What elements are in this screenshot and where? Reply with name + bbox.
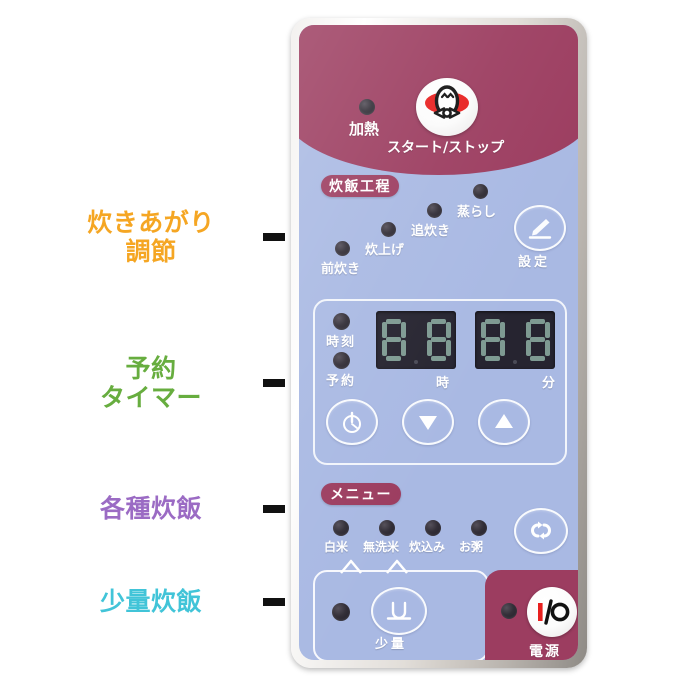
- minute-digit-ones: [524, 318, 551, 362]
- label-mixed-rice: 炊込み: [409, 540, 446, 554]
- bowl-icon: [386, 601, 412, 620]
- setting-button-label: 設定: [518, 255, 551, 270]
- label-steam: 蒸らし: [457, 205, 497, 220]
- led-mixed-rice: [425, 520, 441, 536]
- label-porridge: お粥: [459, 540, 484, 554]
- decrease-button[interactable]: [402, 399, 454, 445]
- timer-group-frame: [313, 299, 567, 465]
- power-button[interactable]: [527, 587, 577, 637]
- rice-cooker-control-panel: 加熱 スタート/ストップ 炊飯工程 前炊き 炊上げ 追炊き 蒸らし: [291, 18, 587, 668]
- io-power-icon: [538, 599, 570, 625]
- label-pre-cook: 前炊き: [321, 262, 361, 277]
- annotation-reservation-timer: 予約 タイマー: [51, 312, 285, 454]
- annotation-small-amount-cooking: 少量炊飯: [51, 556, 285, 648]
- pen-icon: [528, 219, 552, 239]
- hour-unit-label: 時: [436, 376, 450, 391]
- annotation-bracket-reservation-timer: [263, 379, 285, 387]
- led-white-rice: [333, 520, 349, 536]
- start-stop-button[interactable]: [416, 78, 478, 136]
- annotation-bracket-small-amount-cooking: [263, 598, 285, 606]
- annotation-bracket-various-cooking: [263, 505, 285, 513]
- panel-surface: 加熱 スタート/ストップ 炊飯工程 前炊き 炊上げ 追炊き 蒸らし: [299, 25, 578, 660]
- annotation-cooking-adjustment: 炊きあがり 調節: [51, 188, 285, 286]
- led-clock-mode: [333, 313, 350, 330]
- small-amount-label: 少量: [375, 637, 408, 652]
- label-reservation-mode: 予約: [326, 374, 357, 389]
- small-amount-button[interactable]: [371, 587, 427, 635]
- led-power: [501, 603, 517, 619]
- minute-digit-tens: [479, 318, 506, 362]
- led-cook-up: [381, 222, 396, 237]
- led-extra-cook: [427, 203, 442, 218]
- led-reservation-mode: [333, 352, 350, 369]
- hour-display: [376, 311, 456, 369]
- minute-display-dot: [512, 360, 517, 364]
- label-clock-mode: 時刻: [326, 335, 357, 350]
- led-porridge: [471, 520, 487, 536]
- label-cook-up: 炊上げ: [365, 243, 405, 258]
- annotation-various-cooking: 各種炊飯: [51, 478, 285, 540]
- minute-unit-label: 分: [542, 376, 556, 391]
- power-clock-icon: [343, 411, 361, 433]
- label-extra-cook: 追炊き: [411, 224, 451, 239]
- led-no-wash-rice: [379, 520, 395, 536]
- cooking-process-badge: 炊飯工程: [321, 175, 399, 197]
- increase-button[interactable]: [478, 399, 530, 445]
- annotation-label-cooking-adjustment: 炊きあがり 調節: [87, 207, 215, 267]
- hour-digit-ones: [425, 318, 452, 362]
- power-label: 電源: [529, 644, 561, 660]
- annotation-bracket-cooking-adjustment: [263, 233, 285, 241]
- loop-arrow-icon: [531, 521, 551, 540]
- timer-power-button[interactable]: [326, 399, 378, 445]
- led-pre-cook: [335, 241, 350, 256]
- start-stop-label: スタート/ストップ: [387, 140, 505, 156]
- led-small-amount: [332, 603, 350, 621]
- hour-digit-tens: [380, 318, 407, 362]
- menu-badge: メニュー: [321, 483, 401, 505]
- setting-button[interactable]: [514, 205, 566, 251]
- led-steam: [473, 184, 488, 199]
- annotation-label-small-amount-cooking: 少量炊飯: [99, 587, 202, 617]
- triangle-up-icon: [495, 414, 513, 428]
- menu-cycle-button[interactable]: [514, 508, 568, 554]
- triangle-down-icon: [419, 416, 437, 430]
- heat-indicator-led: [359, 99, 375, 115]
- label-no-wash-rice: 無洗米: [363, 540, 400, 554]
- label-white-rice: 白米: [324, 540, 349, 554]
- annotation-label-various-cooking: 各種炊飯: [99, 494, 202, 524]
- annotation-column: 炊きあがり 調節 予約 タイマー 各種炊飯 少量炊飯: [0, 0, 300, 700]
- minute-display: [475, 311, 555, 369]
- hour-display-dot: [413, 360, 418, 364]
- heat-indicator-label: 加熱: [349, 120, 380, 138]
- annotation-label-reservation-timer: 予約 タイマー: [99, 353, 202, 413]
- rice-mascot-icon: [425, 85, 469, 119]
- small-amount-notches: [340, 559, 408, 574]
